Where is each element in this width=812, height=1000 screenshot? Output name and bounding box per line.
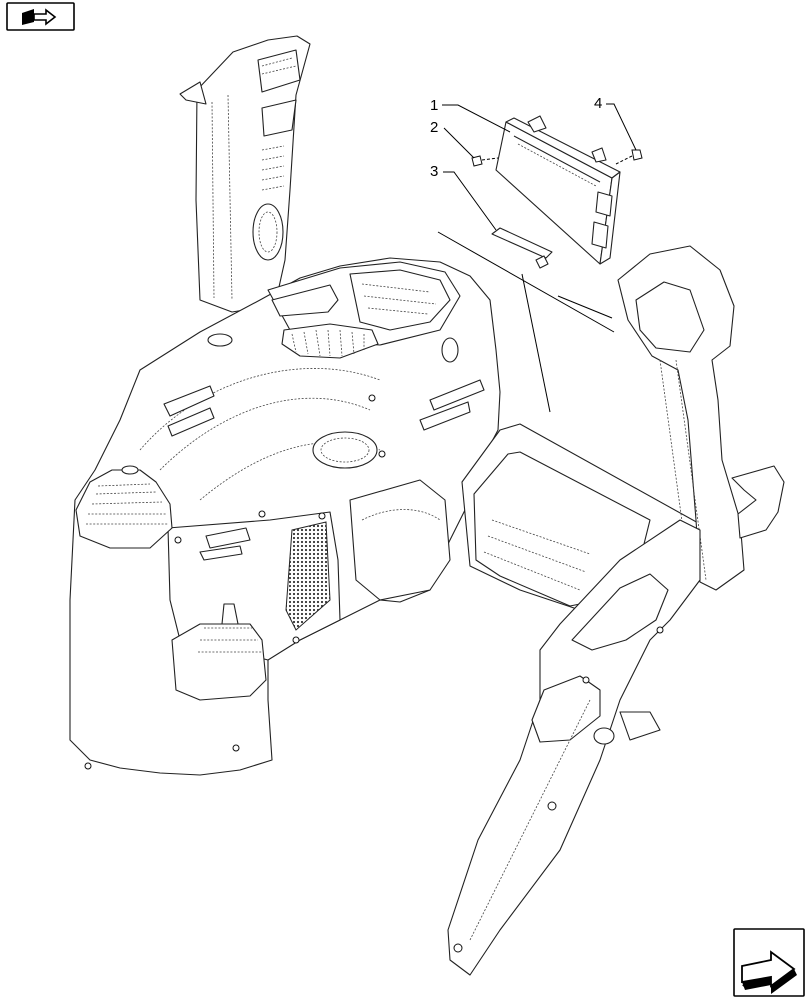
callout-3: 3 [430,163,497,231]
callout-2: 2 [430,119,475,159]
right-arm-assembly [447,245,785,976]
callout-4: 4 [594,95,637,151]
callout-label-4: 4 [594,95,602,112]
left-console-assembly [69,35,501,776]
callout-label-2: 2 [430,119,438,136]
callout-label-3: 3 [430,163,438,180]
callout-1: 1 [430,97,511,133]
control-module-assembly [437,115,643,413]
callout-label-1: 1 [430,97,438,114]
next-page-arrow-icon[interactable] [733,928,805,997]
book-arrow-icon[interactable] [6,2,75,31]
